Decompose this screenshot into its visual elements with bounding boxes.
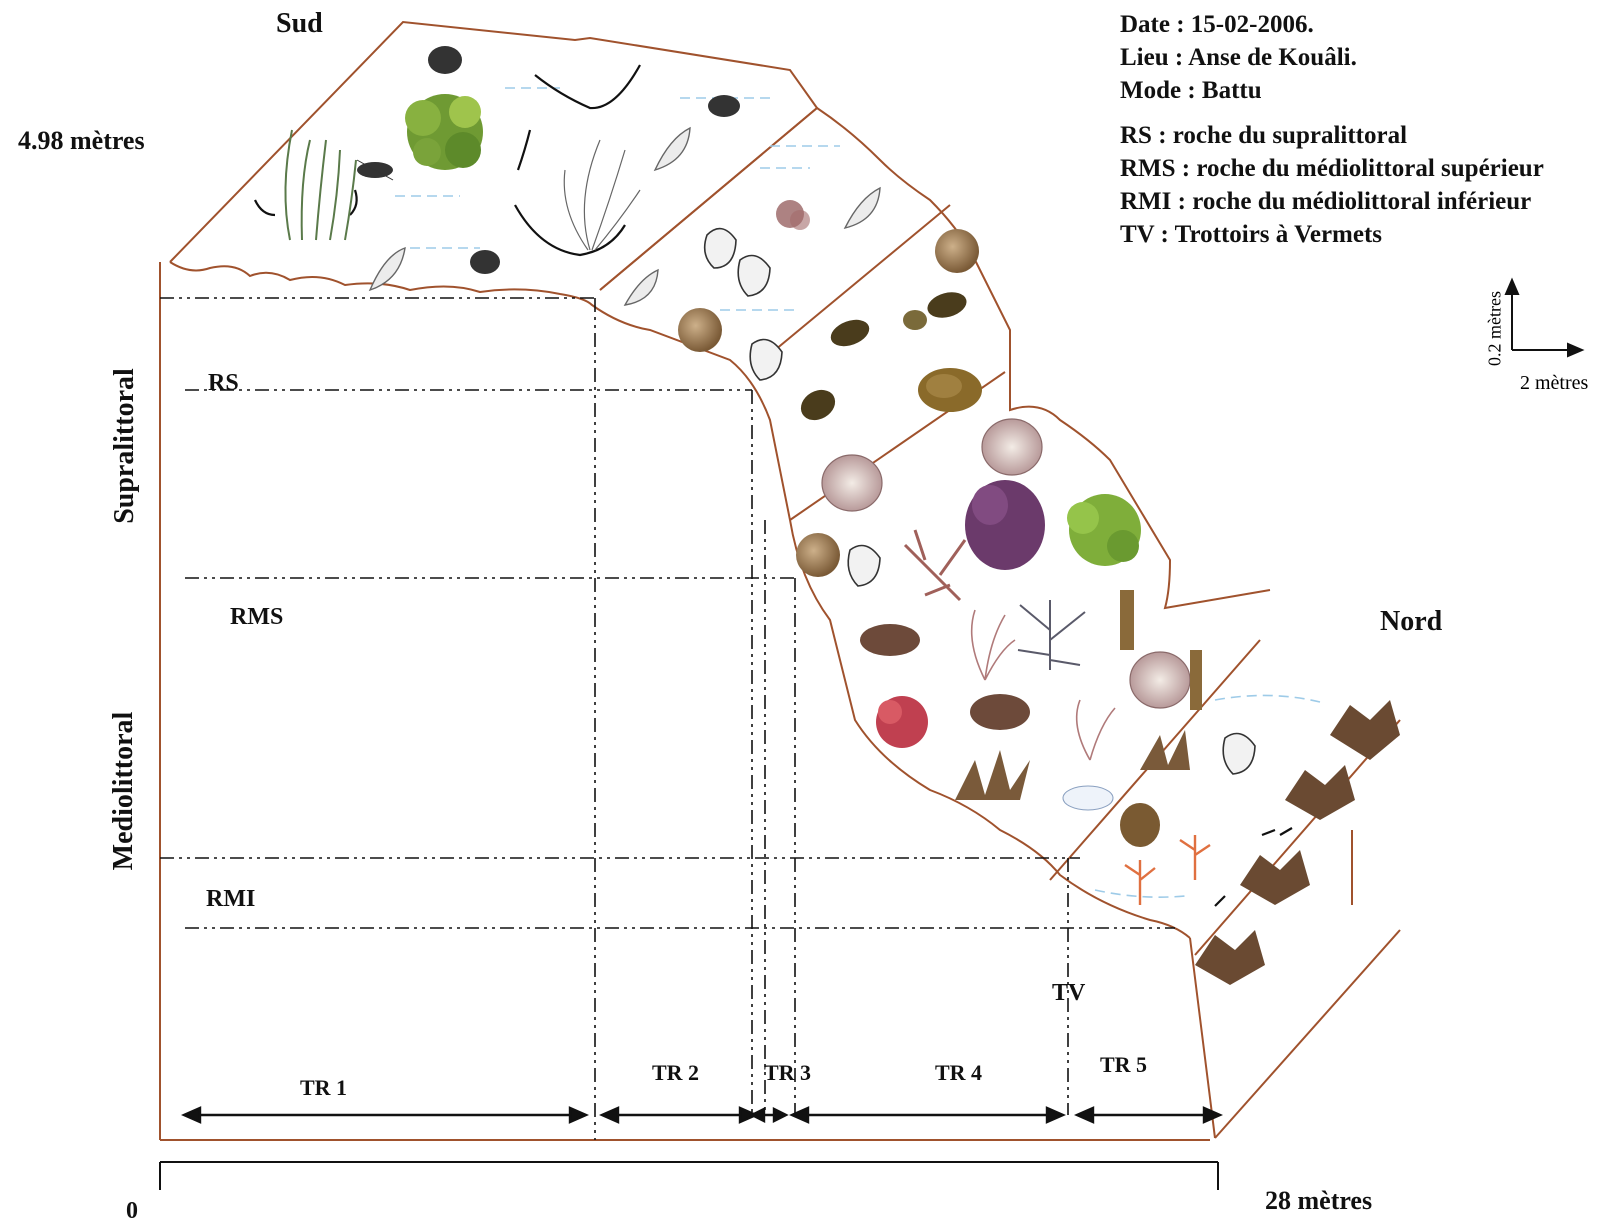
- zone-rms-label: RMS: [230, 604, 283, 631]
- brown-crust-icon: [918, 368, 982, 412]
- legend-tv: TV : Trottoirs à Vermets: [1120, 218, 1544, 251]
- thin-alga-icon: [564, 140, 640, 250]
- transect-tr1-label: TR 1: [300, 1075, 347, 1101]
- scale-horizontal-label: 2 mètres: [1520, 372, 1588, 395]
- legend-date: Date : 15-02-2006.: [1120, 8, 1544, 41]
- legend-mode: Mode : Battu: [1120, 74, 1544, 107]
- red-tuft-icon: [776, 200, 810, 230]
- zone-supralittoral-label: Supralittoral: [109, 361, 141, 531]
- legend-rmi: RMI : roche du médiolittoral inférieur: [1120, 185, 1544, 218]
- scale-cross: [1506, 280, 1582, 356]
- zone-tv-label: TV: [1052, 980, 1085, 1007]
- transect-tr2-label: TR 2: [652, 1060, 699, 1086]
- legend-rs: RS : roche du supralittoral: [1120, 119, 1544, 152]
- scale-vertical-label: 0.2 mètres: [1485, 284, 1506, 374]
- height-label: 4.98 mètres: [18, 126, 145, 156]
- grey-coralline-icon: [1018, 600, 1085, 670]
- legend-panel: Date : 15-02-2006. Lieu : Anse de Kouâli…: [1120, 8, 1544, 251]
- legend-rms: RMS : roche du médiolittoral supérieur: [1120, 152, 1544, 185]
- north-label: Nord: [1380, 606, 1442, 638]
- south-label: Sud: [276, 8, 323, 40]
- purple-alga-icon: [965, 480, 1045, 570]
- zone-mediolittoral-label: Mediolittoral: [108, 701, 140, 881]
- red-branched-alga-icon: [905, 530, 965, 600]
- zone-rs-label: RS: [208, 370, 239, 397]
- green-alga-icon: [405, 94, 483, 170]
- legend-place: Lieu : Anse de Kouâli.: [1120, 41, 1544, 74]
- green-alga-2-icon: [1067, 494, 1141, 566]
- zone-rmi-label: RMI: [206, 886, 255, 913]
- axis-end-label: 28 mètres: [1265, 1186, 1372, 1216]
- length-scale-bar: [160, 1162, 1218, 1190]
- isopod-icon: [357, 160, 393, 180]
- vermetid-icon: [1063, 786, 1113, 810]
- transect-arrows: [184, 1108, 1220, 1122]
- pink-filament-icon: [972, 610, 1115, 760]
- padina-icon: [1120, 803, 1160, 847]
- red-alga-icon: [876, 696, 928, 748]
- seagrass-icon: [285, 130, 356, 240]
- ridge-edge: [170, 262, 1190, 938]
- transect-tr5-label: TR 5: [1100, 1052, 1147, 1078]
- transect-tr4-label: TR 4: [935, 1060, 982, 1086]
- axis-start-label: 0: [126, 1198, 138, 1225]
- transect-tr3-label: TR 3: [764, 1060, 811, 1086]
